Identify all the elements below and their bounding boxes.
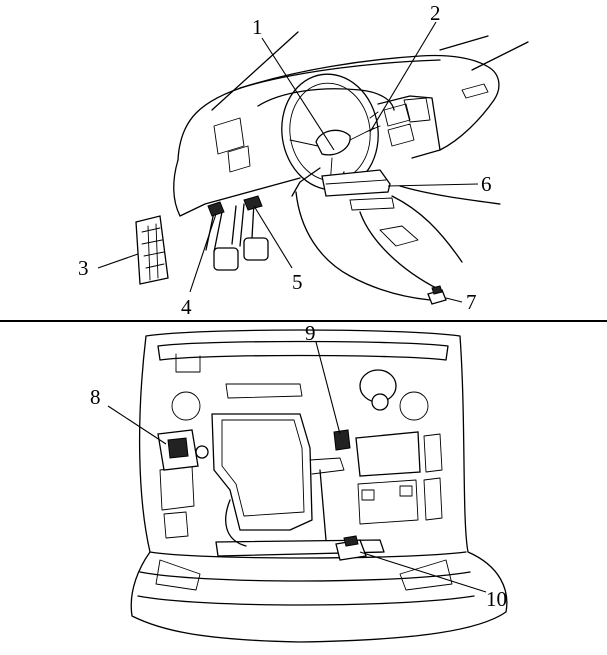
dashboard-illustration — [135, 31, 529, 305]
callout-4: 4 — [181, 295, 192, 319]
callout-9: 9 — [305, 321, 316, 345]
leader-line-9 — [315, 341, 341, 435]
callout-10: 10 — [486, 587, 507, 611]
leader-line-8 — [107, 405, 167, 445]
leader-line-10 — [359, 551, 487, 593]
callout-1: 1 — [252, 15, 263, 39]
leader-line-3 — [97, 253, 139, 269]
leader-line-5 — [253, 205, 293, 269]
callout-6: 6 — [481, 172, 492, 196]
callout-5: 5 — [292, 270, 303, 294]
callout-8: 8 — [90, 385, 101, 409]
callout-7: 7 — [466, 290, 477, 314]
leader-line-6 — [387, 183, 479, 187]
leader-line-7 — [445, 297, 463, 303]
callout-labels: 1 2 3 4 5 6 7 8 9 10 — [78, 1, 507, 611]
callout-2: 2 — [430, 1, 441, 25]
leader-line-4 — [189, 213, 217, 293]
engine-bay-illustration — [130, 329, 508, 643]
leader-line-2 — [369, 21, 437, 133]
callout-3: 3 — [78, 256, 89, 280]
leader-line-1 — [261, 37, 335, 151]
leader-lines — [97, 21, 487, 593]
